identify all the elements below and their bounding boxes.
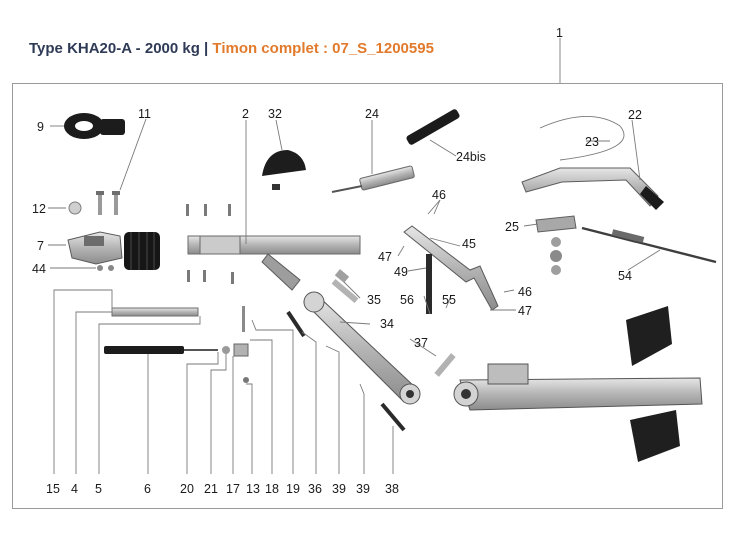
callout-19: 19 [286,482,300,496]
callout-47-lower: 47 [518,304,532,318]
pin-36 [286,310,306,338]
main-drawbar [453,363,703,411]
callout-13: 13 [246,482,260,496]
towing-eye [64,113,125,139]
title-model: Type KHA20-A - 2000 kg | [29,40,213,57]
callout-24bis: 24bis [456,150,486,164]
bolt-19 [242,306,245,332]
callout-39-right: 39 [356,482,370,496]
bolts-11 [96,191,120,215]
pin-15 [111,307,199,317]
leader-lines [48,38,661,474]
callout-9: 9 [37,120,44,134]
callout-17: 17 [226,482,240,496]
callout-35: 35 [367,293,381,307]
callout-22: 22 [628,108,642,122]
nut-12 [68,201,82,215]
callout-11: 11 [138,107,151,121]
callout-55: 55 [442,293,456,307]
callout-6: 6 [144,482,151,496]
callout-18: 18 [265,482,279,496]
title-assembly: Timon complet : 07_S_1200595 [212,40,434,57]
washer-44a [97,265,103,271]
callout-34: 34 [380,317,394,331]
diagram-title: Type KHA20-A - 2000 kg | Timon complet :… [29,40,434,57]
callout-38: 38 [385,482,399,496]
callout-24: 24 [365,107,379,121]
callout-15: 15 [46,482,60,496]
spring-rod-49 [426,254,432,314]
callout-23: 23 [585,135,599,149]
callout-5: 5 [95,482,102,496]
callout-7: 7 [37,239,44,253]
bracket-lower [630,410,680,462]
callout-47-upper: 47 [378,250,392,264]
callout-46-upper: 46 [432,188,446,202]
callout-20: 20 [180,482,194,496]
callout-32: 32 [268,107,282,121]
damper-24bis [406,109,460,145]
callout-37: 37 [414,336,428,350]
callout-45: 45 [462,237,476,251]
callout-2: 2 [242,107,249,121]
washer-21 [222,346,230,354]
callout-36: 36 [308,482,322,496]
callout-4: 4 [71,482,78,496]
brake-cable-54 [581,226,717,264]
callout-1: 1 [556,26,563,40]
bolts-around-drawbar [186,204,234,284]
link-arm-34 [303,291,421,405]
callout-39-left: 39 [332,482,346,496]
diagram-frame [12,83,723,509]
callout-25: 25 [505,220,519,234]
pin-38 [380,402,406,432]
bracket-upper [626,306,672,366]
callout-54: 54 [618,269,632,283]
cable-23 [539,116,625,161]
inner-drawbar [187,235,361,291]
cover-32 [262,150,306,190]
lever-bracket-parts [535,215,577,275]
lever-arm-45 [403,225,499,311]
bolt-35 [331,269,359,303]
bellows [124,232,160,270]
callout-56: 56 [400,293,414,307]
sleeve-17 [233,343,249,357]
washer-44b [108,265,114,271]
callout-49: 49 [394,265,408,279]
bolt-37 [434,353,456,377]
shock-absorber-24 [331,165,415,193]
callout-46-lower: 46 [518,285,532,299]
callout-44: 44 [32,262,46,276]
callout-21: 21 [204,482,218,496]
coupling-head [67,231,123,265]
damper-rod-6 [104,346,218,354]
nut-13 [243,377,249,383]
handbrake-lever [521,167,664,210]
callout-12: 12 [32,202,46,216]
